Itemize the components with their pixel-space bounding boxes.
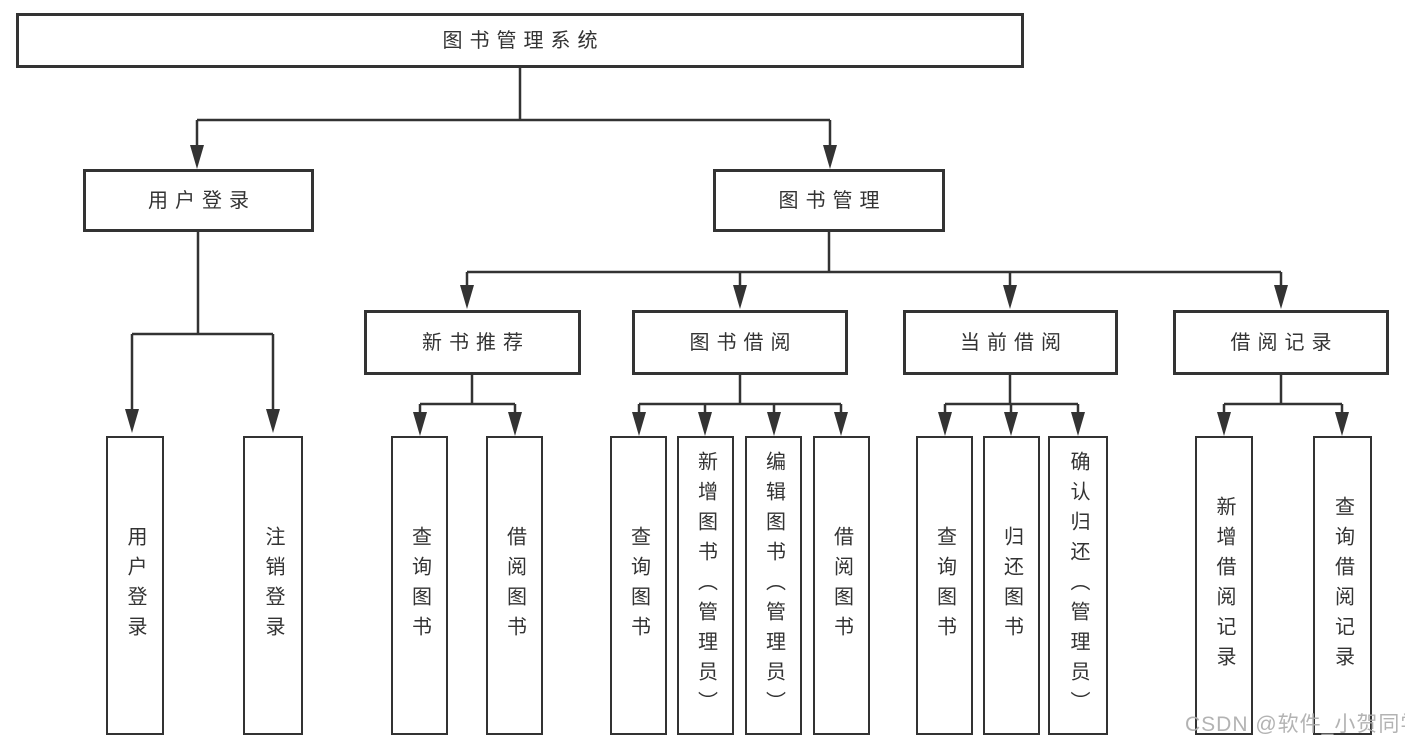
arrowhead-icon [767, 412, 781, 436]
node-label: 借阅记录 [1230, 331, 1339, 354]
arrowhead-icon [1335, 412, 1349, 436]
node-label: 查询图书 [627, 525, 650, 646]
node-label: 新增借阅记录 [1213, 495, 1235, 676]
node-book-management: 图书管理 [713, 169, 945, 232]
arrowhead-icon [460, 285, 474, 309]
leaf-borrow-borrow-books: 借阅图书 [813, 436, 870, 735]
leaf-current-return-books: 归还图书 [983, 436, 1040, 735]
node-label: 查询借阅记录 [1331, 495, 1354, 676]
node-label: 新增图书（管理员） [694, 450, 717, 721]
connector-bookmgmt-branch [465, 232, 1283, 290]
node-label: 借阅图书 [830, 525, 853, 646]
connector-root-to-level2 [195, 68, 832, 149]
node-label: 新书推荐 [422, 331, 530, 354]
node-label: 查询图书 [408, 525, 431, 646]
arrowhead-icon [125, 409, 139, 433]
leaf-current-confirm-return-admin: 确认归还（管理员） [1048, 436, 1108, 735]
leaf-borrow-query-books: 查询图书 [610, 436, 667, 735]
node-label: 图书管理系统 [442, 29, 605, 52]
leaf-borrow-add-books-admin: 新增图书（管理员） [677, 436, 734, 735]
arrowhead-icon [698, 412, 712, 436]
leaf-current-query-books: 查询图书 [916, 436, 973, 735]
node-label: 编辑图书（管理员） [762, 450, 785, 721]
leaf-records-query-borrow-record: 查询借阅记录 [1313, 436, 1372, 735]
arrowheads [125, 145, 1349, 436]
arrowhead-icon [632, 412, 646, 436]
arrowhead-icon [1004, 412, 1018, 436]
node-label: 归还图书 [1000, 525, 1023, 646]
node-book-borrow: 图书借阅 [632, 310, 848, 375]
node-label: 图书管理 [778, 189, 887, 212]
connector-borrow-branch [637, 375, 843, 416]
node-label: 查询图书 [933, 525, 956, 646]
leaf-borrow-edit-books-admin: 编辑图书（管理员） [745, 436, 802, 735]
csdn-watermark: CSDN @软件_小贺同学 [1185, 713, 1405, 736]
node-label: 借阅图书 [503, 525, 526, 646]
connector-userlogin-branch [130, 232, 275, 413]
leaf-recommend-query-books: 查询图书 [391, 436, 448, 735]
arrowhead-icon [190, 145, 204, 169]
node-label: 当前借阅 [960, 331, 1068, 354]
connector-recommend-branch [418, 375, 517, 416]
node-label: 确认归还（管理员） [1067, 450, 1089, 721]
arrowhead-icon [938, 412, 952, 436]
node-label: 图书借阅 [689, 331, 798, 354]
leaf-recommend-borrow-books: 借阅图书 [486, 436, 543, 735]
arrowhead-icon [733, 285, 747, 309]
node-label: 用户登录 [124, 525, 146, 646]
node-user-login: 用户登录 [83, 169, 314, 232]
leaf-user-login: 用户登录 [106, 436, 164, 735]
arrowhead-icon [823, 145, 837, 169]
node-label: 注销登录 [262, 525, 284, 646]
arrowhead-icon [1217, 412, 1231, 436]
arrowhead-icon [834, 412, 848, 436]
node-borrow-records: 借阅记录 [1173, 310, 1389, 375]
leaf-logout: 注销登录 [243, 436, 303, 735]
node-new-book-recommend: 新书推荐 [364, 310, 581, 375]
arrowhead-icon [1274, 285, 1288, 309]
arrowhead-icon [1071, 412, 1085, 436]
node-label: 用户登录 [148, 189, 256, 212]
node-current-borrow: 当前借阅 [903, 310, 1118, 375]
connector-records-branch [1222, 375, 1344, 416]
connector-current-branch [943, 375, 1080, 416]
node-root: 图书管理系统 [16, 13, 1024, 68]
arrowhead-icon [1003, 285, 1017, 309]
arrowhead-icon [508, 412, 522, 436]
leaf-records-add-borrow-record: 新增借阅记录 [1195, 436, 1253, 735]
arrowhead-icon [266, 409, 280, 433]
arrowhead-icon [413, 412, 427, 436]
